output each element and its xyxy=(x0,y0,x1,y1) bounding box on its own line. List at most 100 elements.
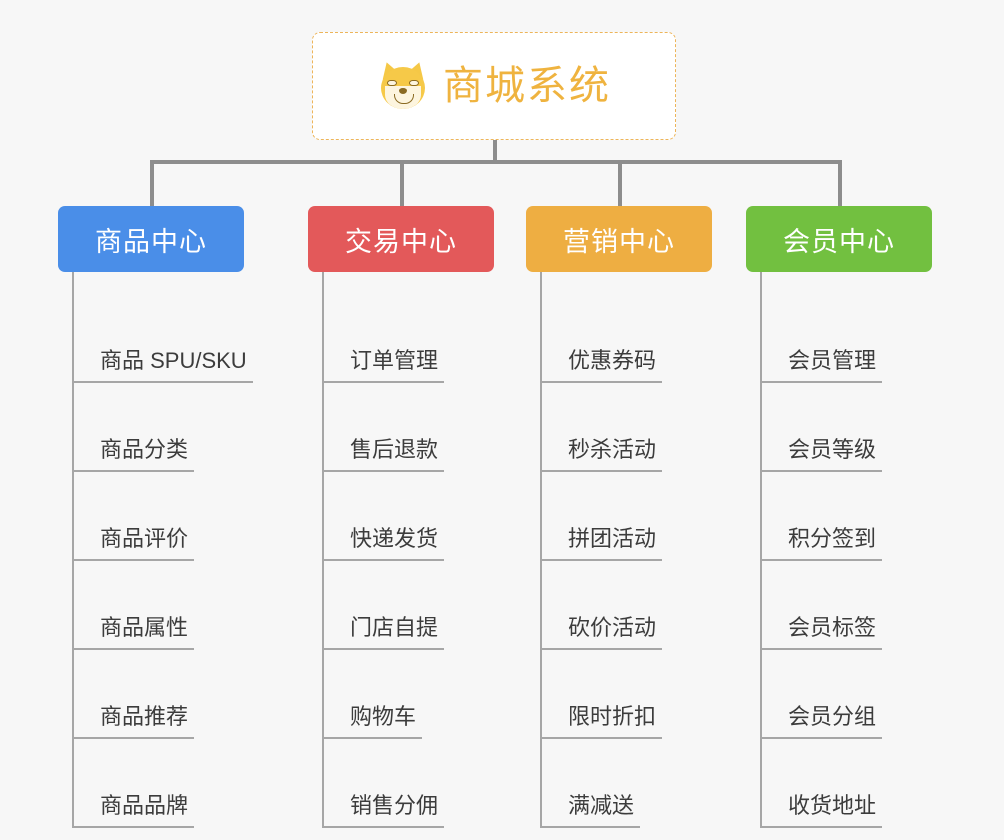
leaf-item[interactable]: 销售分佣 xyxy=(322,739,494,828)
leaf-item-label: 会员标签 xyxy=(788,614,877,640)
leaf-item[interactable]: 积分签到 xyxy=(760,472,932,561)
branch-column-4: 会员中心 会员管理会员等级积分签到会员标签会员分组收货地址 xyxy=(746,206,932,828)
branch-header-label: 商品中心 xyxy=(95,226,207,257)
leaf-item-label: 砍价活动 xyxy=(568,614,657,640)
leaf-item-underline xyxy=(540,737,662,739)
leaf-item-underline xyxy=(760,470,882,472)
leaf-item-underline xyxy=(72,826,194,828)
leaf-item-label: 商品品牌 xyxy=(100,792,189,818)
leaf-item-underline xyxy=(540,559,662,561)
branch-header-4[interactable]: 会员中心 xyxy=(746,206,932,272)
leaf-item-label: 商品 SPU/SKU xyxy=(100,347,247,373)
leaf-item-label: 会员管理 xyxy=(788,347,877,373)
leaf-spine xyxy=(540,272,542,828)
leaf-item-label: 限时折扣 xyxy=(568,703,657,729)
leaf-item[interactable]: 满减送 xyxy=(540,739,712,828)
leaf-spine xyxy=(72,272,74,828)
leaf-item[interactable]: 商品推荐 xyxy=(72,650,244,739)
leaf-item[interactable]: 快递发货 xyxy=(322,472,494,561)
shiba-inu-dog-icon xyxy=(377,59,429,112)
leaf-item-label: 商品分类 xyxy=(100,436,189,462)
branch-column-3: 营销中心 优惠券码秒杀活动拼团活动砍价活动限时折扣满减送 xyxy=(526,206,712,828)
leaf-item-label: 售后退款 xyxy=(350,436,439,462)
leaf-item-underline xyxy=(72,737,194,739)
connector-root-stem xyxy=(493,140,497,162)
leaf-item-label: 会员分组 xyxy=(788,703,877,729)
leaf-item-underline xyxy=(72,559,194,561)
leaf-item[interactable]: 收货地址 xyxy=(760,739,932,828)
connector-drop-2 xyxy=(400,160,404,206)
leaf-item[interactable]: 商品分类 xyxy=(72,383,244,472)
leaf-item[interactable]: 订单管理 xyxy=(322,294,494,383)
branch-header-1[interactable]: 商品中心 xyxy=(58,206,244,272)
branch-column-1: 商品中心 商品 SPU/SKU 商品分类商品评价商品属性商品推荐商品品牌 xyxy=(58,206,253,828)
branch-leaf-list-1: 商品 SPU/SKU 商品分类商品评价商品属性商品推荐商品品牌 xyxy=(58,272,253,828)
leaf-item[interactable]: 商品品牌 xyxy=(72,739,244,828)
leaf-item[interactable]: 砍价活动 xyxy=(540,561,712,650)
leaf-spine xyxy=(322,272,324,828)
leaf-item-underline xyxy=(760,737,882,739)
leaf-item-underline xyxy=(760,826,882,828)
leaf-item-underline xyxy=(322,381,444,383)
leaf-item[interactable]: 售后退款 xyxy=(322,383,494,472)
leaf-item-label: 商品属性 xyxy=(100,614,189,640)
leaf-item[interactable]: 会员管理 xyxy=(760,294,932,383)
leaf-item-label: 会员等级 xyxy=(788,436,877,462)
leaf-item[interactable]: 会员等级 xyxy=(760,383,932,472)
leaf-item[interactable]: 限时折扣 xyxy=(540,650,712,739)
leaf-item-label: 快递发货 xyxy=(350,525,439,551)
leaf-item-underline xyxy=(322,470,444,472)
leaf-item[interactable]: 优惠券码 xyxy=(540,294,712,383)
branch-column-2: 交易中心 订单管理售后退款快递发货门店自提购物车销售分佣 xyxy=(308,206,494,828)
leaf-item-label: 秒杀活动 xyxy=(568,436,657,462)
branch-header-label: 营销中心 xyxy=(563,226,675,257)
leaf-item-underline xyxy=(540,470,662,472)
leaf-item-label: 订单管理 xyxy=(350,347,439,373)
leaf-item[interactable]: 商品属性 xyxy=(72,561,244,650)
leaf-spine xyxy=(760,272,762,828)
leaf-item-underline xyxy=(322,826,444,828)
leaf-item-label: 商品推荐 xyxy=(100,703,189,729)
leaf-item[interactable]: 秒杀活动 xyxy=(540,383,712,472)
leaf-item-label: 积分签到 xyxy=(788,525,877,551)
branch-header-3[interactable]: 营销中心 xyxy=(526,206,712,272)
leaf-item-underline xyxy=(760,648,882,650)
branch-header-label: 交易中心 xyxy=(345,226,457,257)
leaf-item-label: 购物车 xyxy=(350,703,417,729)
leaf-item-underline xyxy=(540,648,662,650)
root-title: 商城系统 xyxy=(443,64,611,108)
leaf-item-label: 销售分佣 xyxy=(350,792,439,818)
leaf-item-underline xyxy=(760,381,882,383)
leaf-item-underline xyxy=(322,737,422,739)
branch-leaf-list-2: 订单管理售后退款快递发货门店自提购物车销售分佣 xyxy=(308,272,494,828)
leaf-item-underline xyxy=(322,648,444,650)
leaf-item-label: 拼团活动 xyxy=(568,525,657,551)
leaf-item[interactable]: 门店自提 xyxy=(322,561,494,650)
leaf-item-label: 门店自提 xyxy=(350,614,439,640)
leaf-item[interactable]: 商品评价 xyxy=(72,472,244,561)
leaf-item-label: 收货地址 xyxy=(788,792,877,818)
connector-drop-3 xyxy=(618,160,622,206)
leaf-item-label: 满减送 xyxy=(568,792,635,818)
connector-drop-1 xyxy=(150,160,154,206)
leaf-item-underline xyxy=(540,381,662,383)
root-node[interactable]: 商城系统 xyxy=(312,32,676,140)
branch-header-2[interactable]: 交易中心 xyxy=(308,206,494,272)
leaf-item-label: 商品评价 xyxy=(100,525,189,551)
leaf-item-underline xyxy=(72,470,194,472)
branch-leaf-list-3: 优惠券码秒杀活动拼团活动砍价活动限时折扣满减送 xyxy=(526,272,712,828)
leaf-item[interactable]: 会员分组 xyxy=(760,650,932,739)
branch-leaf-list-4: 会员管理会员等级积分签到会员标签会员分组收货地址 xyxy=(746,272,932,828)
leaf-item-underline xyxy=(760,559,882,561)
leaf-item-underline xyxy=(540,826,640,828)
leaf-item-underline xyxy=(322,559,444,561)
leaf-item[interactable]: 购物车 xyxy=(322,650,494,739)
connector-drop-4 xyxy=(838,160,842,206)
leaf-item[interactable]: 拼团活动 xyxy=(540,472,712,561)
leaf-item-underline xyxy=(72,648,194,650)
connector-horizontal-bus xyxy=(150,160,842,164)
leaf-item-label: 优惠券码 xyxy=(568,347,657,373)
leaf-item[interactable]: 商品 SPU/SKU xyxy=(72,294,253,383)
leaf-item[interactable]: 会员标签 xyxy=(760,561,932,650)
